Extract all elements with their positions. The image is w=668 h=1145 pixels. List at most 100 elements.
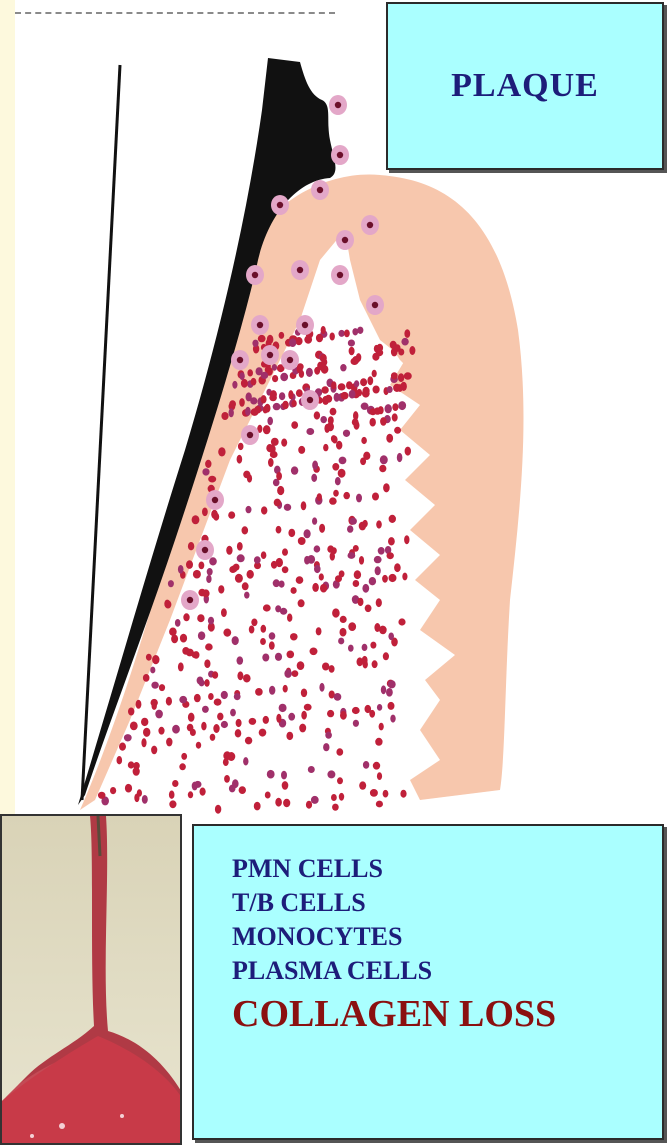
infiltrate-cell (223, 629, 231, 637)
infiltrate-cell (372, 353, 379, 361)
infiltrate-cell (386, 434, 393, 443)
infiltrate-cell (298, 446, 305, 454)
infiltrate-cell (202, 468, 209, 475)
infiltrate-cell (125, 784, 132, 793)
infiltrate-cell (390, 715, 395, 723)
infiltrate-cell (381, 685, 386, 694)
infiltrate-cell (235, 574, 243, 583)
infiltrate-cell (319, 573, 324, 580)
infiltrate-cell (337, 777, 343, 784)
infiltrate-cell (237, 656, 244, 664)
infiltrate-cell (128, 708, 134, 716)
infiltrate-cell (288, 529, 295, 537)
infiltrate-cell (377, 704, 382, 711)
infiltrate-cell (358, 598, 364, 606)
infiltrate-cell (151, 746, 157, 755)
infiltrate-cell (182, 647, 189, 655)
infiltrate-cell (237, 455, 243, 464)
plaque-deposit (78, 58, 335, 805)
infiltrate-cell (329, 665, 335, 673)
infiltrate-cell (401, 382, 407, 391)
infiltrate-cell (165, 601, 172, 609)
pmn-cell-nucleus (367, 222, 373, 228)
infiltrate-cell (155, 710, 163, 719)
infiltrate-cell (320, 354, 327, 362)
infiltrate-cell (272, 375, 278, 382)
infiltrate-cell (217, 713, 223, 721)
infiltrate-cell (361, 403, 369, 410)
infiltrate-cell (243, 674, 251, 682)
infiltrate-cell (398, 401, 406, 410)
infiltrate-cell (320, 416, 327, 423)
infiltrate-cell (291, 466, 298, 474)
infiltrate-cell (218, 585, 224, 593)
infiltrate-cell (213, 724, 219, 733)
infiltrate-cell (204, 679, 209, 687)
infiltrate-cell (152, 655, 159, 664)
infiltrate-cell (269, 686, 275, 695)
infiltrate-cell (340, 364, 346, 371)
infiltrate-cell (119, 743, 126, 751)
infiltrate-cell (372, 370, 377, 378)
infiltrate-cell (352, 328, 358, 335)
infiltrate-cell (192, 652, 199, 659)
infiltrate-cell (232, 381, 237, 389)
infiltrate-cell (269, 632, 276, 639)
infiltrate-cell (361, 437, 367, 444)
infiltrate-cell (281, 771, 287, 780)
infiltrate-cell (353, 580, 360, 587)
infiltrate-cell (297, 661, 305, 670)
infiltrate-cell (237, 671, 243, 680)
infiltrate-cell (241, 379, 248, 388)
pmn-cell-nucleus (335, 102, 341, 108)
infiltrate-cell (311, 474, 317, 482)
infiltrate-cell (385, 404, 392, 413)
infiltrate-cell (340, 628, 347, 637)
infiltrate-cell (388, 702, 395, 710)
infiltrate-cell (312, 517, 317, 524)
infiltrate-cell (221, 721, 228, 728)
infiltrate-cell (383, 790, 389, 798)
infiltrate-cell (387, 552, 394, 559)
infiltrate-cell (202, 589, 209, 597)
pmn-cell-nucleus (252, 272, 258, 278)
infiltrate-cell (228, 511, 235, 518)
infiltrate-cell (397, 453, 403, 462)
pmn-cell-nucleus (302, 322, 308, 328)
infiltrate-cell (304, 556, 310, 565)
infiltrate-cell (370, 642, 376, 649)
infiltrate-cell (330, 408, 337, 416)
cells-list-box: PMN CELLS T/B CELLS MONOCYTES PLASMA CEL… (192, 824, 664, 1140)
inflammatory-infiltrate (98, 326, 416, 814)
infiltrate-cell (357, 389, 363, 396)
infiltrate-cell (232, 779, 239, 788)
infiltrate-cell (349, 347, 355, 356)
infiltrate-cell (327, 770, 335, 778)
infiltrate-cell (388, 537, 395, 545)
infiltrate-cell (301, 689, 307, 698)
pmn-cell-nucleus (317, 187, 323, 193)
infiltrate-cell (254, 802, 261, 811)
infiltrate-cell (251, 378, 257, 386)
infiltrate-cell (280, 373, 288, 381)
infiltrate-cell (393, 384, 401, 392)
infiltrate-cell (312, 461, 318, 470)
infiltrate-cell (325, 732, 332, 739)
infiltrate-cell (306, 368, 313, 377)
infiltrate-cell (340, 616, 347, 623)
pmn-cell-nucleus (187, 597, 193, 603)
infiltrate-cell (296, 576, 304, 584)
infiltrate-cell (169, 800, 176, 808)
infiltrate-cell (287, 651, 295, 659)
infiltrate-cell (188, 542, 194, 550)
infiltrate-cell (344, 330, 350, 338)
infiltrate-cell (263, 425, 271, 434)
infiltrate-cell (245, 737, 252, 745)
infiltrate-cell (146, 654, 152, 661)
infiltrate-cell (178, 662, 184, 671)
infiltrate-cell (197, 614, 204, 622)
infiltrate-cell (295, 337, 302, 345)
infiltrate-cell (323, 743, 329, 751)
infiltrate-cell (261, 625, 267, 633)
clinical-photo-gingivitis (0, 814, 182, 1145)
